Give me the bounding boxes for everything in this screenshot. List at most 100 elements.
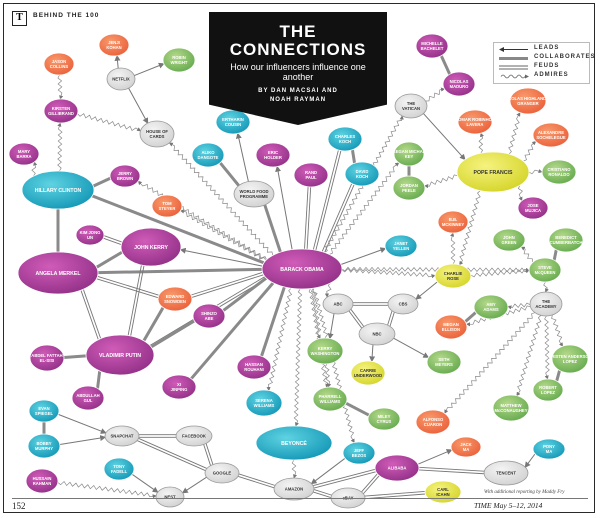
node-bubble [456,151,530,193]
node-bubble [437,210,469,234]
edge-feuds [103,235,123,245]
node-bubble [25,468,59,494]
node-facebook: FACEBOOK [175,425,213,447]
node-cbs: CBS [387,293,419,315]
edge-admires [478,132,484,154]
edge-admires [57,122,63,172]
byline-line-1: BY DAN MACSAI AND [258,88,338,94]
edge-feuds [304,186,312,250]
node-bubble [255,142,291,168]
subtitle: How our influencers influence one anothe… [230,62,366,82]
node-bubble [415,409,451,435]
node-bubble [306,337,344,365]
node-bubble [327,126,363,152]
edge-feuds [312,149,342,251]
edge-admires [291,459,298,479]
edge-admires [520,246,534,263]
edge-collaborates [222,276,268,312]
edge-admires [470,267,530,278]
edge-leads [181,476,207,494]
node-netflix: NETFLIX [106,67,136,91]
node-label: ANGELA MERKEL [35,271,81,277]
node-bubble [528,257,562,283]
node-bubble [293,162,329,188]
title-line-1: THE [279,22,317,41]
node-barack-obama: BARACK OBAMA [261,248,343,290]
node-bubble [43,98,79,124]
edge-collaborates [439,55,452,75]
edge-collaborates [263,204,282,253]
node-bubble [434,263,472,289]
node-label: CBS [399,302,408,307]
node-label: ALIBABA [388,466,407,471]
edge-admires [341,266,530,274]
node-nbc: NBC [358,322,396,346]
edge-leads [340,247,387,265]
edge-admires [544,315,550,380]
node-bubble [374,454,420,482]
node-bubble [367,407,401,431]
edge-admires [266,287,293,392]
wavy-arrow-icon [500,74,529,79]
node-bubble [529,291,563,317]
node-bubble [139,120,175,148]
node-bubble [151,194,183,218]
arrow-icon [499,47,528,52]
node-label: VLADIMIR PUTIN [99,353,141,359]
edge-admires [324,363,332,388]
edge-collaborates [142,306,165,342]
node-abc: ABC [322,293,354,315]
edge-admires [329,162,400,255]
edge-feuds [127,264,145,337]
edge-feuds [80,289,102,340]
node-label: JOHN KERRY [134,245,168,251]
edge-collaborates [190,281,275,380]
edge-admires [523,141,537,162]
node-label: ABC [333,302,342,307]
edge-feuds [203,443,214,466]
node-bubble [245,389,283,417]
time-logo: T [12,11,27,26]
edge-collaborates [552,249,558,261]
edge-leads [415,281,438,300]
byline-line-2: NOAH RAYMAN [269,97,327,103]
edge-admires [507,302,531,310]
edge-admires [459,190,481,266]
node-label: NETFLIX [112,77,130,82]
edge-admires [528,169,543,175]
